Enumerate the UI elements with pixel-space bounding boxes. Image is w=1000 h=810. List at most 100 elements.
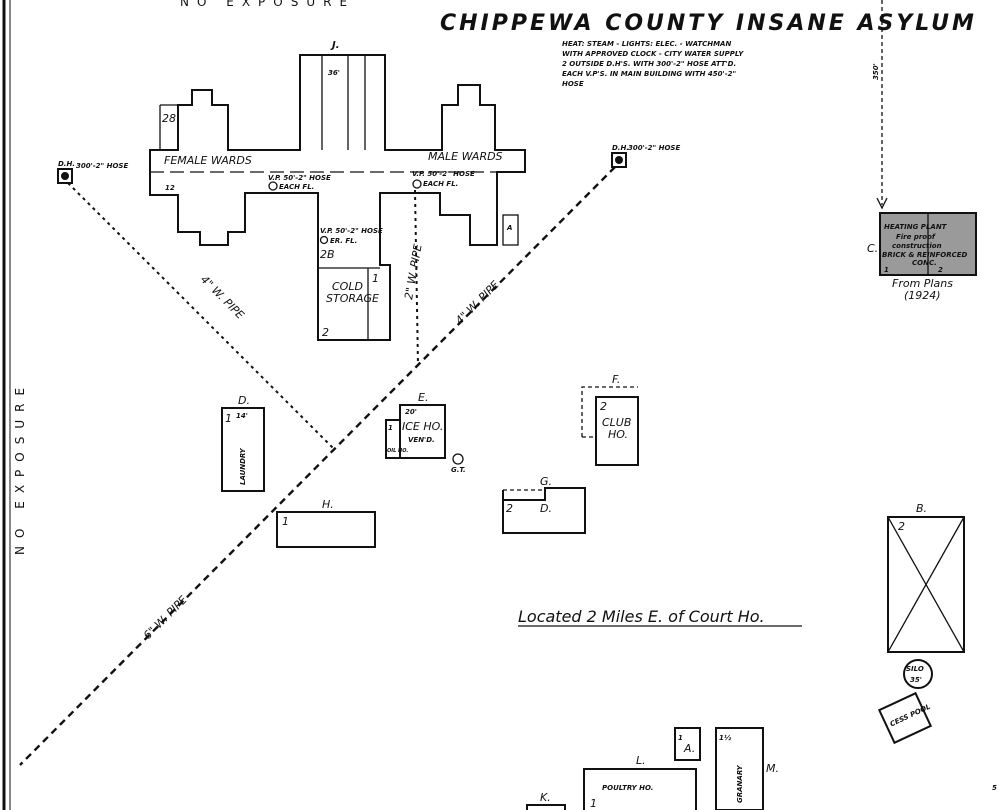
pipe-label: 4" W. PIPE (198, 273, 247, 322)
oil-house-label: OIL HO. (387, 448, 408, 454)
male-wards-label: MALE WARDS (428, 150, 503, 163)
location-note: Located 2 Miles E. of Court Ho. (518, 607, 765, 626)
top-exposure: NO EXPOSURE (180, 0, 355, 9)
year-label: (1924) (904, 289, 941, 302)
cesspool (877, 691, 933, 745)
female-wards-label: FEMALE WARDS (164, 154, 252, 167)
building-letter: B. (916, 502, 927, 515)
notes: HEAT: STEAM - LIGHTS: ELEC. - WATCHMAN W… (562, 40, 744, 88)
building-letter: C. (867, 242, 878, 255)
building-letter: M. (766, 762, 779, 775)
vp-label: V.P. 50'-2" HOSE (320, 227, 383, 235)
building-letter: K. (540, 791, 551, 804)
poultry-house-label: POULTRY HO. (602, 784, 653, 792)
stories-label: 28 (162, 112, 176, 125)
building-letter: E. (418, 391, 428, 404)
stories-label: 1 (225, 412, 232, 425)
height-label: 20' (405, 408, 417, 416)
building-letter: L. (636, 754, 646, 767)
ice-house-building: E. 20' ICE HO. VEN'D. 1 OIL HO. G.T. (385, 391, 466, 474)
heating-plant-label: BRICK & REINFORCED (882, 251, 968, 259)
vp-label: V.P. 50'-2" HOSE (412, 170, 475, 178)
arrow-icon (876, 197, 888, 210)
standpipe-icon (268, 181, 278, 191)
vp-label: V.P. 50'-2" HOSE (268, 174, 331, 182)
stories-label: 1 (372, 272, 379, 285)
building-letter: D. (238, 394, 250, 407)
cold-storage-label: COLD (332, 280, 363, 293)
building-k: K. (526, 791, 566, 810)
gas-tank-icon (452, 453, 464, 465)
stories-label: 2 (322, 326, 329, 339)
standpipe-icon (412, 179, 422, 189)
note-line: HEAT: STEAM - LIGHTS: ELEC. - WATCHMAN (562, 40, 731, 48)
pipe-label: 6" W. PIPE (141, 593, 190, 642)
silo-label: SILO (906, 665, 924, 673)
section-label: A (506, 224, 512, 232)
stories-label: 2B (320, 248, 335, 261)
vp-label: EACH FL. (279, 183, 314, 191)
pipe-label: 2" W. PIPE (402, 243, 425, 300)
vp-label: EACH FL. (423, 180, 458, 188)
heating-plant: HEATING PLANT Fire proof construction BR… (867, 212, 977, 302)
vp-label: ER. FL. (330, 237, 357, 245)
height-label: 12 (165, 184, 175, 192)
pipe-label: 4" W. PIPE (453, 278, 502, 327)
building-letter: F. (612, 373, 620, 386)
stories-label: 2 (898, 520, 905, 533)
height-label: 36' (328, 69, 340, 77)
pipe-main (19, 166, 616, 766)
hydrant-left: D.H. 300'-2" HOSE (57, 160, 128, 184)
hydrant-hose-label: 300'-2" HOSE (76, 162, 128, 170)
hydrant-label: D.H. (58, 160, 75, 168)
page-mark: 5 (992, 784, 997, 792)
laundry-label: LAUNDRY (239, 447, 247, 485)
building-g: G. 2 D. (502, 475, 586, 534)
stories-label: 1 (282, 515, 289, 528)
standpipe-icon (319, 235, 329, 245)
height-label: 14' (236, 412, 248, 420)
map-title: CHIPPEWA COUNTY INSANE ASYLUM (440, 11, 977, 36)
stories-label: 2 (600, 400, 607, 413)
laundry-building: D. 1 14' LAUNDRY (221, 394, 265, 492)
wing-label: J. (330, 40, 340, 51)
gas-tank-label: G.T. (451, 466, 466, 474)
building-letter: H. (322, 498, 334, 511)
distance-label: 350' (872, 63, 880, 80)
stories-label: 1 (884, 266, 889, 274)
stories-label: 1 (388, 424, 393, 432)
building-b: B. 2 SILO 35' CESS POOL (877, 502, 965, 745)
stories-label: 1 (590, 797, 597, 810)
poultry-house-building: L. POULTRY HO. 1 (583, 754, 697, 810)
club-house-label: CLUB (602, 416, 631, 429)
left-exposure: NO EXPOSURE (13, 380, 27, 555)
silo-height: 35' (910, 676, 922, 684)
heating-plant-label: construction (892, 242, 942, 250)
hydrant-hose-label: 300'-2" HOSE (628, 144, 680, 152)
from-plans-label: From Plans (892, 277, 953, 290)
granary-building: 1½ GRANARY M. (715, 727, 779, 810)
note-line: EACH V.P'S. IN MAIN BUILDING WITH 450'-2… (562, 70, 736, 78)
stories-label: 2 (506, 502, 513, 515)
building-letter: A. (683, 742, 695, 755)
stories-label: 1½ (719, 734, 732, 742)
heating-plant-label: CONC. (912, 259, 937, 267)
club-house-building: F. 2 CLUB HO. (581, 373, 639, 466)
note-line: HOSE (562, 80, 584, 88)
ventilated-label: VEN'D. (408, 436, 435, 444)
granary-label: GRANARY (736, 764, 744, 803)
heating-plant-label: Fire proof (896, 233, 936, 241)
pipe-center (414, 189, 419, 366)
club-house-label: HO. (608, 428, 628, 441)
cold-storage-label: STORAGE (326, 292, 379, 305)
heating-plant-label: HEATING PLANT (884, 223, 948, 231)
pipe-left (67, 182, 336, 451)
note-line: 2 OUTSIDE D.H'S. WITH 300'-2" HOSE ATT'D… (562, 60, 736, 68)
ice-house-label: ICE HO. (402, 420, 443, 433)
building-sub-label: D. (540, 502, 552, 515)
silo (903, 659, 933, 689)
note-line: WITH APPROVED CLOCK - CITY WATER SUPPLY (562, 50, 744, 58)
building-h: H. 1 (276, 498, 376, 548)
